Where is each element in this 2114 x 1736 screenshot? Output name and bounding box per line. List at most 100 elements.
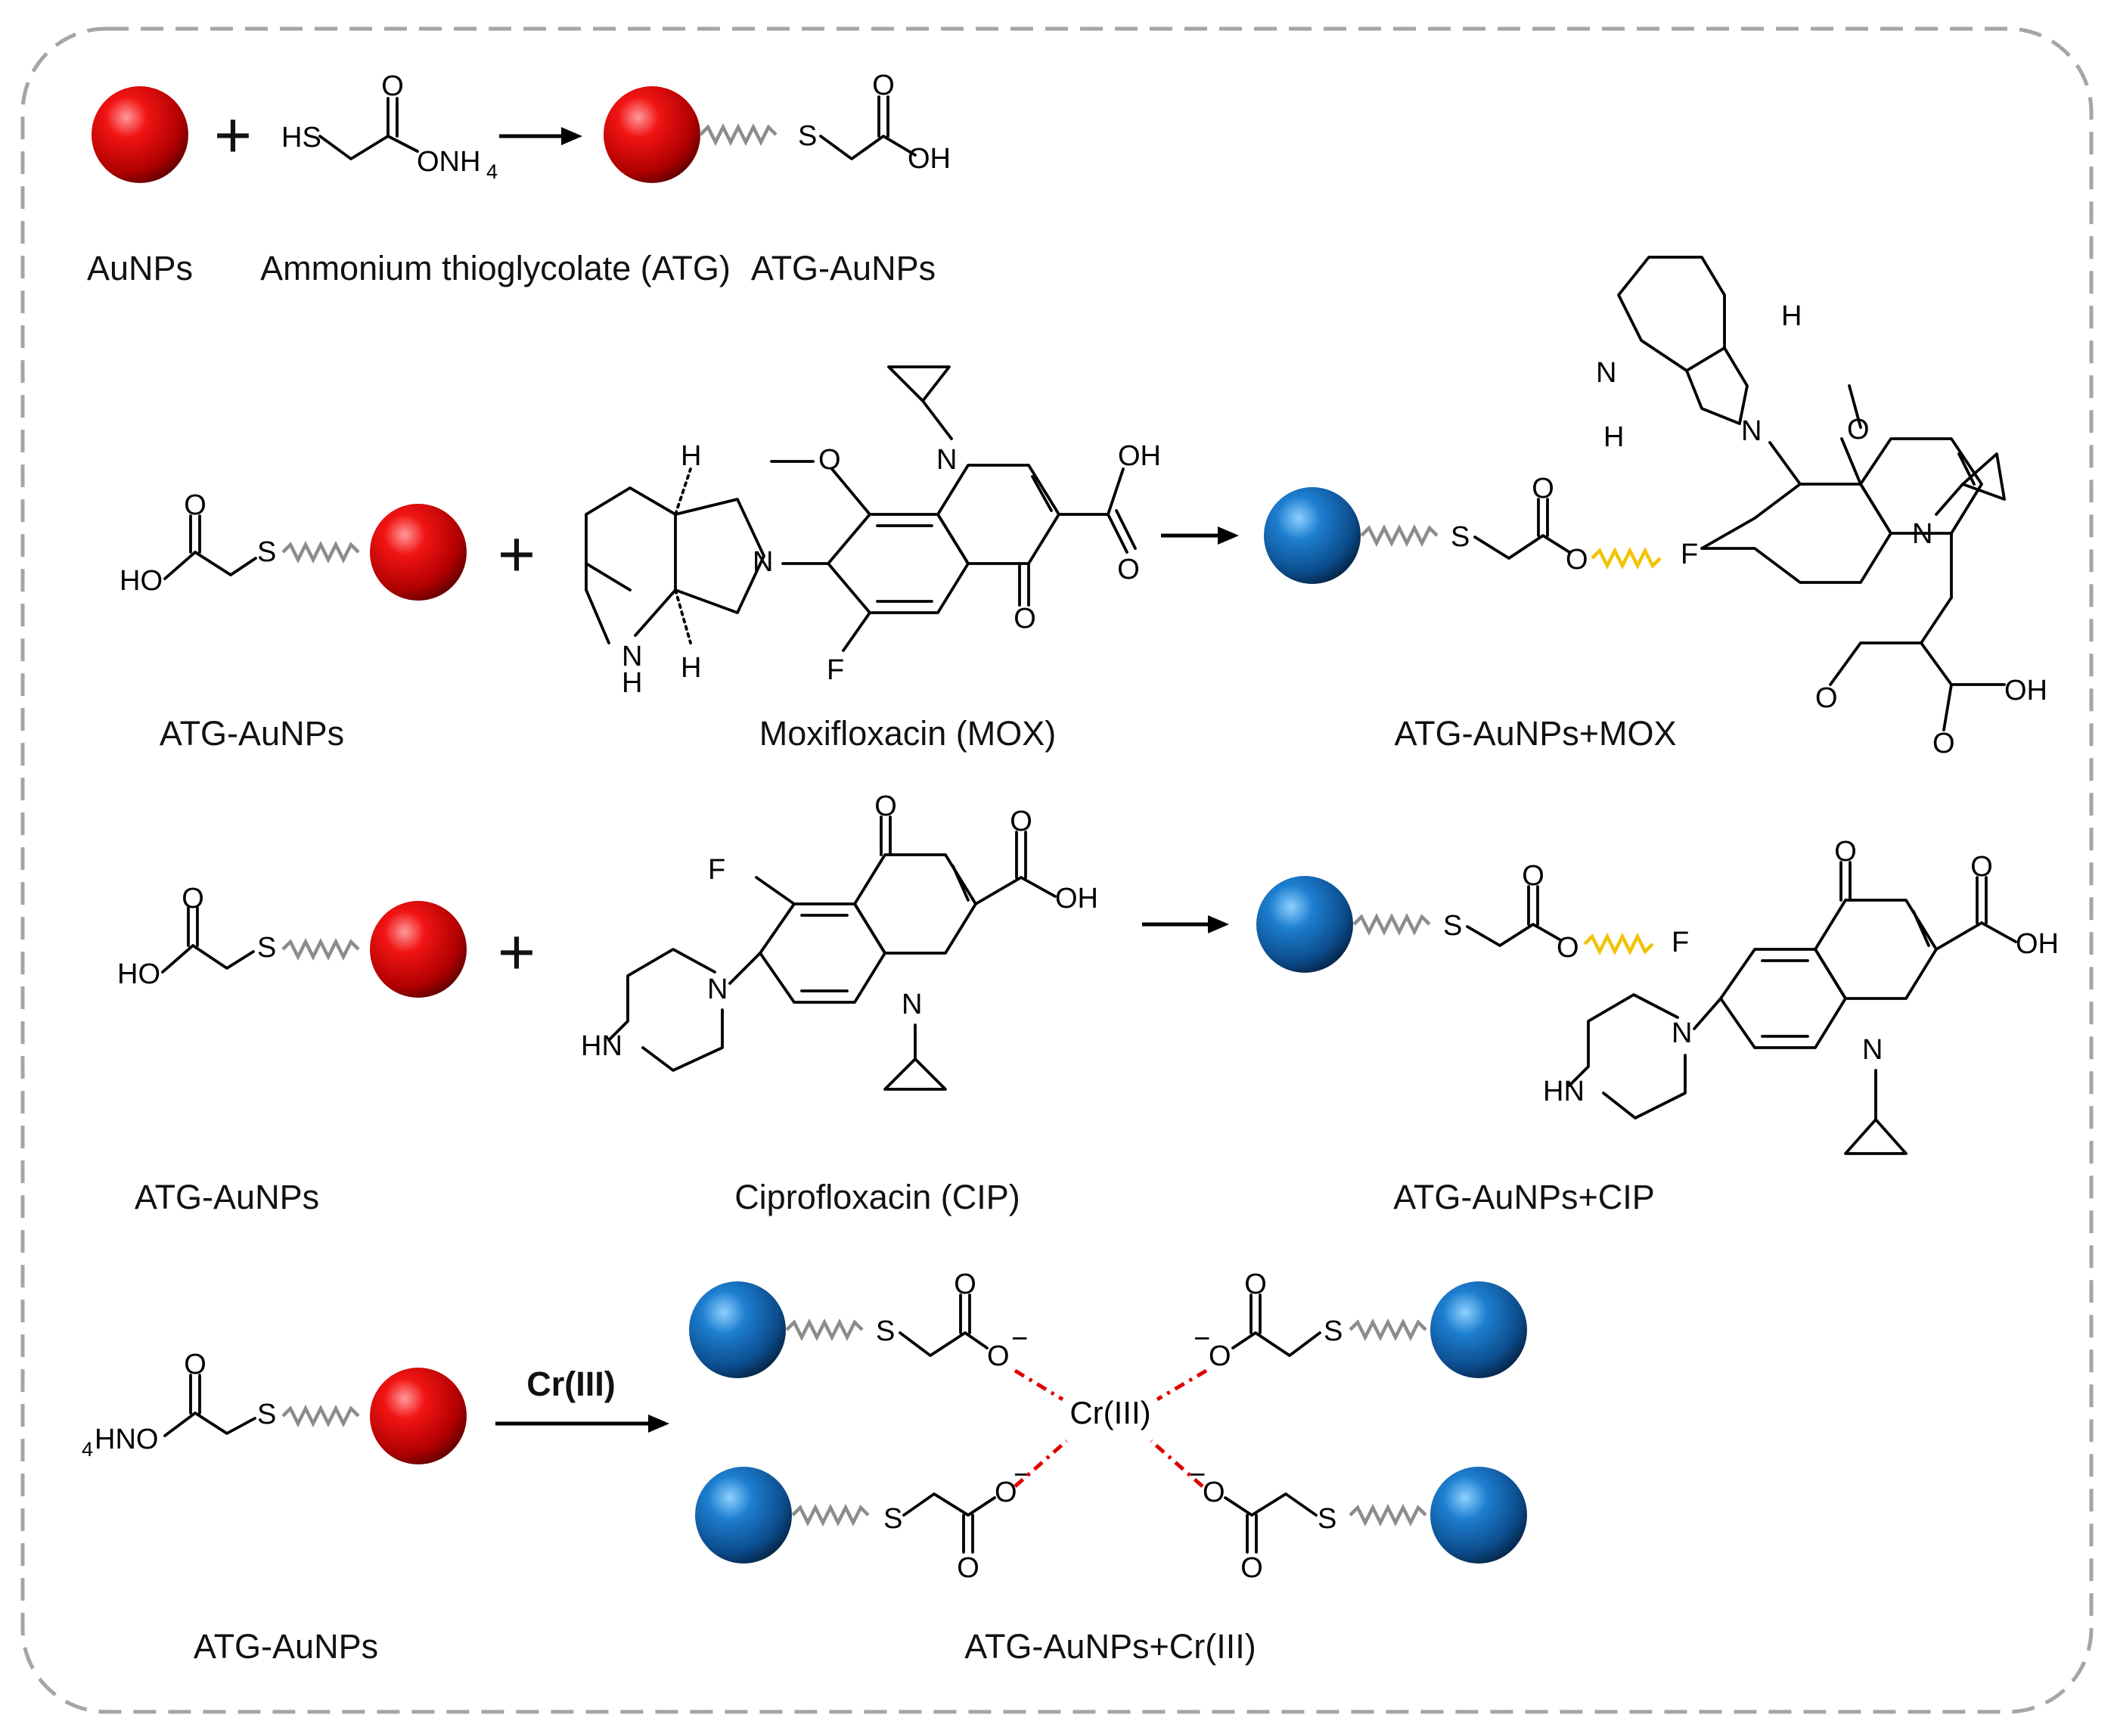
linker: [281, 540, 360, 564]
atom-label: H: [681, 440, 701, 472]
atom-label: ONH: [417, 146, 480, 178]
linker: [1349, 1318, 1427, 1342]
linker: [1591, 546, 1662, 570]
bound-nanoparticle: [1430, 1467, 1527, 1564]
caption-atg-aunps: ATG-AuNPs: [194, 1627, 378, 1666]
atom-label: S: [1318, 1503, 1336, 1535]
atom-label: H: [1781, 300, 1802, 332]
atom-label: HNO: [95, 1424, 158, 1455]
bound-nanoparticle: [689, 1281, 786, 1378]
atom-label: S: [1443, 910, 1462, 942]
atom-label: O: [1834, 836, 1857, 868]
atom-label: N: [1672, 1017, 1692, 1049]
atom-label: O: [1557, 932, 1579, 964]
caption-mox: Moxifloxacin (MOX): [759, 714, 1057, 753]
arrow-head: [561, 127, 582, 145]
atom-label: 4: [486, 160, 498, 183]
atom-label: O: [1815, 682, 1838, 714]
atom-label: O: [381, 70, 404, 102]
caption-atg: Ammonium thioglycolate (ATG): [260, 249, 731, 287]
atom-label: O: [1203, 1477, 1225, 1508]
atom-label: O: [995, 1477, 1017, 1508]
atom-label: S: [883, 1503, 902, 1535]
atom-label: N: [936, 444, 957, 476]
atom-label: S: [798, 120, 817, 152]
atom-label: S: [1451, 521, 1470, 553]
atom-label: O: [874, 790, 897, 822]
gold-nanoparticle: [370, 901, 467, 998]
atom-label: O: [872, 70, 895, 101]
atom-label: OH: [1118, 440, 1161, 472]
scheme-frame: [20, 26, 2094, 1714]
plus-sign: +: [498, 518, 535, 591]
atom-label: OH: [1055, 883, 1098, 915]
row-1-formation: + HS O ONH 4 S O OH AuNPs Ammonium thiog…: [87, 70, 951, 287]
linker: [281, 937, 360, 961]
atom-label: HN: [581, 1030, 622, 1062]
coordination-bond: [1014, 1368, 1064, 1402]
atom-label: F: [708, 854, 725, 886]
atom-label: HN: [1543, 1076, 1585, 1107]
atom-label: O: [1010, 806, 1032, 837]
atom-label: S: [1324, 1315, 1343, 1347]
atom-label: HO: [117, 958, 160, 990]
atom-label: O: [184, 489, 206, 521]
atg-molecule: HS O ONH 4: [281, 70, 498, 183]
linker: [1352, 912, 1431, 936]
row-2-moxifloxacin: HO O S + N H N H H: [120, 256, 2047, 759]
ciprofloxacin-structure: N O O OH F N HN: [581, 790, 1098, 1091]
atom-label: F: [1681, 539, 1698, 570]
arrow-head: [1218, 526, 1239, 545]
row-3-ciprofloxacin: HO O S + N O O OH F: [117, 790, 2059, 1216]
caption-aunps: AuNPs: [87, 249, 193, 287]
atom-label: −: [1194, 1323, 1210, 1355]
atom-label: S: [257, 1399, 276, 1430]
arrow-head: [1208, 915, 1229, 933]
atom-label: O: [1970, 851, 1993, 883]
atom-label: −: [1011, 1323, 1028, 1355]
linker: [1360, 523, 1439, 548]
atom-label: N: [753, 546, 773, 578]
caption-atg-aunps: ATG-AuNPs: [135, 1178, 319, 1216]
atom-label: O: [1209, 1340, 1231, 1372]
bound-nanoparticle: [1264, 487, 1361, 584]
coordination-bond: [1156, 1368, 1208, 1402]
atom-label: O: [1532, 473, 1554, 505]
atom-label: F: [827, 654, 844, 686]
atom-label: O: [1566, 544, 1588, 576]
caption-atg-aunps: ATG-AuNPs: [751, 249, 936, 287]
atom-label: O: [182, 883, 204, 915]
caption-atg-cr: ATG-AuNPs+Cr(III): [964, 1627, 1256, 1666]
caption-atg-mox: ATG-AuNPs+MOX: [1395, 714, 1677, 753]
linker: [1583, 932, 1654, 956]
coordination-bond: [1150, 1439, 1204, 1488]
atom-label: F: [1672, 927, 1689, 958]
arrow-head: [648, 1415, 669, 1433]
atom-label: N: [902, 989, 922, 1020]
caption-cip: Ciprofloxacin (CIP): [734, 1178, 1020, 1216]
caption-atg-cip: ATG-AuNPs+CIP: [1393, 1178, 1655, 1216]
gold-nanoparticle: [370, 1368, 467, 1464]
arrow-reagent-label: Cr(III): [526, 1365, 616, 1403]
atom-label: 4: [82, 1438, 93, 1461]
atom-label: H: [681, 652, 701, 684]
atom-label: S: [257, 536, 276, 568]
atom-label: O: [1244, 1269, 1267, 1300]
atom-label: OH: [2016, 928, 2059, 960]
ciprofloxacin-bound: N O O OH N HN: [1543, 836, 2059, 1155]
atom-label: O: [184, 1349, 206, 1380]
bound-nanoparticle: [695, 1467, 792, 1564]
atom-label: N: [707, 974, 728, 1005]
atom-label: OH: [908, 143, 951, 175]
linker: [699, 123, 778, 147]
moxifloxacin-bound: N O N N H H O OH O: [1596, 256, 2047, 759]
bound-nanoparticle: [1256, 876, 1353, 973]
atom-label: O: [957, 1552, 979, 1584]
atom-label: S: [876, 1315, 895, 1347]
linker: [785, 1318, 864, 1342]
gold-nanoparticle: [370, 504, 467, 601]
moxifloxacin-structure: N H N H H N O F: [585, 365, 1161, 699]
atom-label: S: [257, 932, 276, 964]
plus-sign: +: [214, 99, 252, 172]
